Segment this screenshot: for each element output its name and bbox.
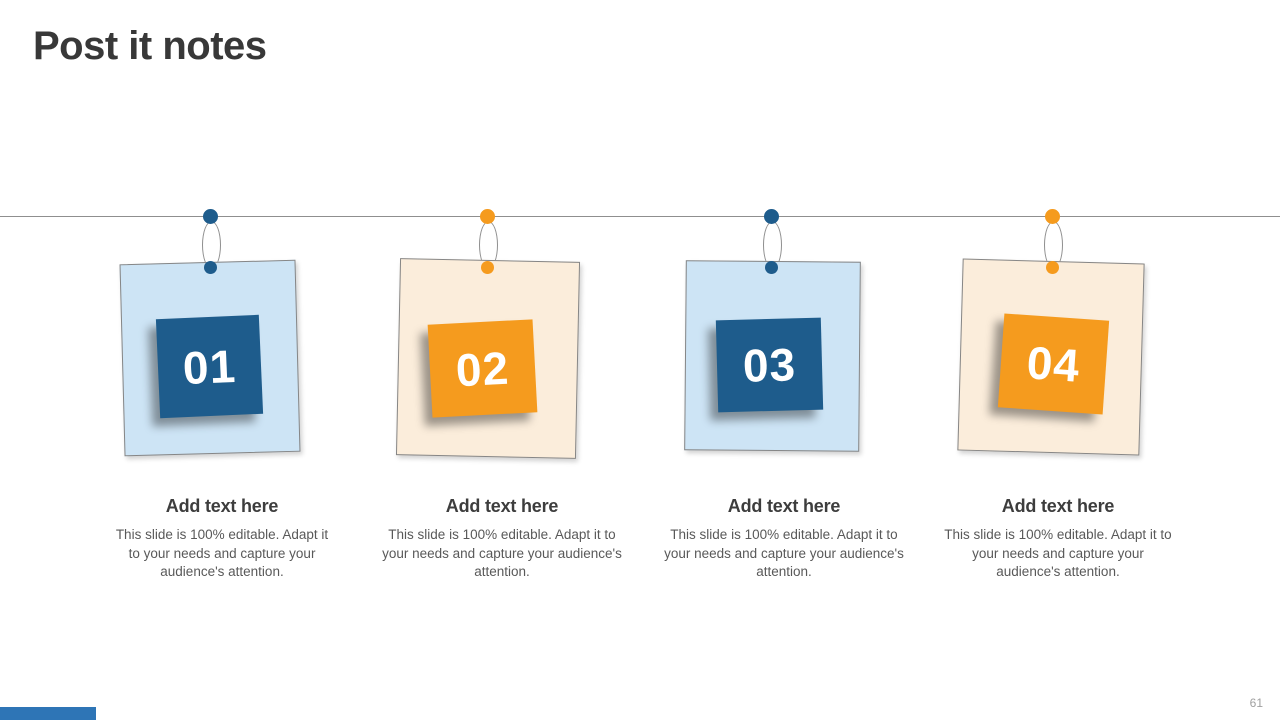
number-square: 04 bbox=[997, 313, 1110, 415]
item-heading: Add text here bbox=[1001, 496, 1115, 516]
item-body-text: This slide is 100% editable. Adapt it to… bbox=[115, 527, 329, 579]
item-body-text: This slide is 100% editable. Adapt it to… bbox=[382, 527, 622, 579]
pin-dot-top-icon bbox=[764, 209, 779, 224]
pin-dot-bottom-icon bbox=[481, 261, 494, 274]
item-heading: Add text here bbox=[165, 496, 279, 516]
step-number: 01 bbox=[181, 339, 238, 394]
item-text-block: Add text here This slide is 100% editabl… bbox=[663, 496, 905, 582]
item-body-text: This slide is 100% editable. Adapt it to… bbox=[664, 527, 904, 579]
item-text-block: Add text here This slide is 100% editabl… bbox=[944, 496, 1172, 582]
pin-dot-top-icon bbox=[480, 209, 495, 224]
step-number: 02 bbox=[454, 341, 511, 396]
pin-dot-bottom-icon bbox=[765, 261, 778, 274]
number-square: 03 bbox=[715, 317, 824, 413]
pin-dot-top-icon bbox=[203, 209, 218, 224]
step-number: 03 bbox=[742, 338, 797, 392]
item-body-text: This slide is 100% editable. Adapt it to… bbox=[944, 527, 1172, 579]
item-text-block: Add text here This slide is 100% editabl… bbox=[381, 496, 623, 582]
number-square: 01 bbox=[155, 314, 264, 419]
item-text-block: Add text here This slide is 100% editabl… bbox=[109, 496, 335, 582]
pin-dot-top-icon bbox=[1045, 209, 1060, 224]
hanging-line bbox=[0, 216, 1280, 217]
slide-title: Post it notes bbox=[33, 24, 267, 68]
step-number: 04 bbox=[1025, 336, 1082, 392]
item-heading: Add text here bbox=[727, 496, 841, 516]
item-heading: Add text here bbox=[445, 496, 559, 516]
pin-dot-bottom-icon bbox=[204, 261, 217, 274]
pin-dot-bottom-icon bbox=[1046, 261, 1059, 274]
page-number: 61 bbox=[1249, 696, 1263, 710]
footer-accent-bar bbox=[0, 707, 96, 720]
number-square: 02 bbox=[427, 319, 538, 418]
